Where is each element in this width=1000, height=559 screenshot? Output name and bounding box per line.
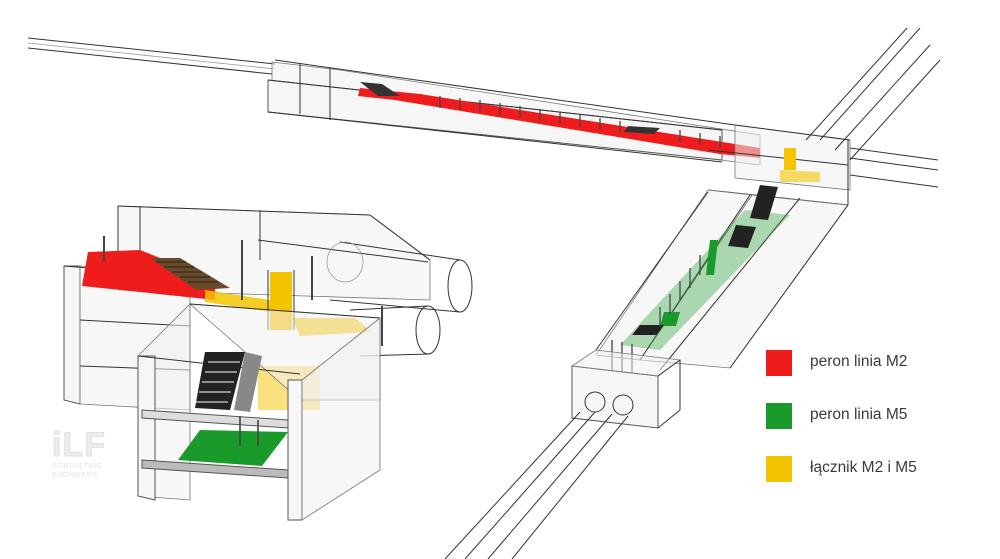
m2-tunnel-top [27, 37, 939, 206]
legend-label-m2: peron linia M2 [810, 353, 908, 370]
logo-mark: iLF [52, 426, 106, 464]
legend-label-m5: peron linia M5 [810, 406, 908, 423]
legend-item-m2: peron linia M2 [766, 350, 986, 378]
legend-swatch-m5 [766, 403, 792, 429]
m5-platform-detail [178, 430, 288, 466]
ilf-logo: iLF CONSULTING ENGINEERS [52, 428, 122, 498]
station-detail-section [63, 205, 473, 521]
legend-swatch-m2 [766, 350, 792, 376]
m2-platform-columns [439, 96, 721, 148]
m5-tracks-top-right [805, 27, 941, 161]
legend: peron linia M2 peron linia M5 łącznik M2… [766, 350, 986, 509]
legend-item-m5: peron linia M5 [766, 403, 986, 431]
m2-platform-detail [82, 250, 215, 300]
legend-label-connector: łącznik M2 i M5 [810, 459, 917, 476]
legend-swatch-connector [766, 456, 792, 482]
logo-line-1: CONSULTING [52, 463, 103, 470]
m5-tunnel-diagonal [444, 185, 849, 559]
m2-platform-top [358, 88, 760, 158]
legend-item-connector: łącznik M2 i M5 [766, 456, 986, 484]
logo-line-2: ENGINEERS [52, 472, 98, 479]
